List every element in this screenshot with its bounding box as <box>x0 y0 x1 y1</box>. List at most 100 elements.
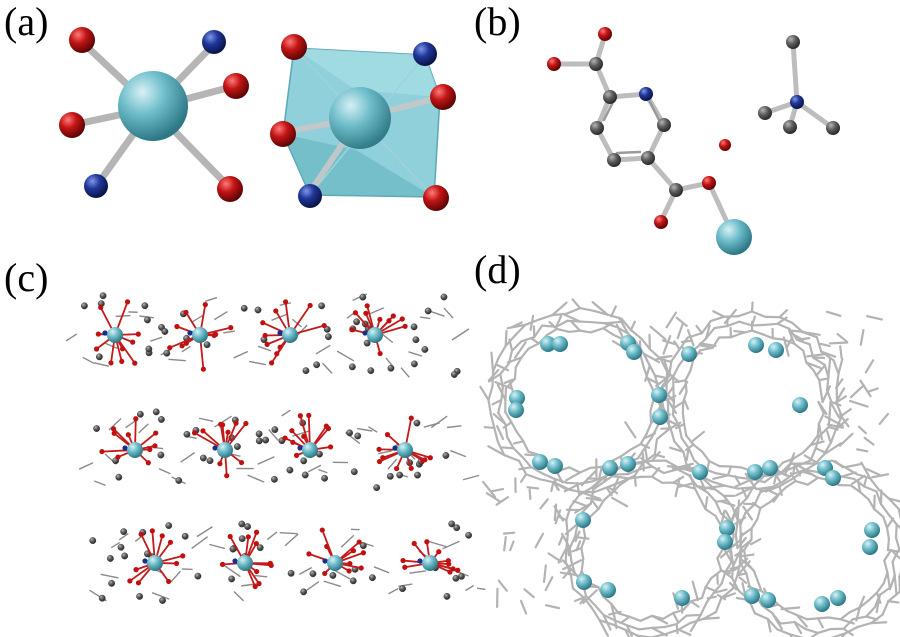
framework-strut <box>724 559 734 573</box>
bond <box>82 356 95 365</box>
framework-strut <box>753 491 762 506</box>
bond <box>334 570 351 580</box>
framework-strut <box>508 379 515 395</box>
framework-strut <box>784 479 797 489</box>
nitrogen-atom <box>202 30 226 54</box>
oxygen-atom <box>402 564 408 570</box>
oxygen-atom <box>180 553 186 559</box>
bond <box>462 474 480 481</box>
oxygen-atom <box>159 533 165 539</box>
carbon-atom <box>443 592 451 600</box>
framework-strut <box>598 619 615 626</box>
carbon-atom <box>350 468 358 476</box>
framework-strut <box>839 611 851 621</box>
nitrogen-atom <box>362 330 368 336</box>
framework-strut <box>619 448 632 458</box>
carbon-atom <box>136 593 144 600</box>
carbon-atom <box>287 569 295 577</box>
framework-strut <box>650 614 669 625</box>
framework-strut <box>578 486 593 497</box>
framework-strut <box>791 329 806 334</box>
framework-strut <box>572 499 589 508</box>
bond <box>233 590 245 602</box>
framework-strut <box>693 487 702 501</box>
framework-strut <box>626 468 641 476</box>
oxygen-atom <box>282 435 288 441</box>
carbon-atom <box>95 353 103 361</box>
framework-strut <box>624 628 640 637</box>
oxygen-atom <box>306 551 312 557</box>
framework-strut <box>686 329 695 347</box>
framework-strut <box>801 331 818 339</box>
oxygen-atom <box>254 568 260 575</box>
bond <box>151 592 170 600</box>
framework-strut <box>497 579 508 592</box>
carbon-atom <box>121 552 129 560</box>
carbon-atom <box>262 436 270 444</box>
framework-strut <box>551 301 568 317</box>
framework-strut <box>527 342 540 350</box>
framework-strut <box>685 613 702 617</box>
carbon-atom <box>141 302 149 310</box>
nitrogen-atom <box>277 330 283 336</box>
framework-strut <box>638 465 654 471</box>
framework-strut <box>712 588 728 594</box>
framework-strut <box>788 452 796 465</box>
metal-node <box>744 588 760 604</box>
framework-strut <box>793 620 803 635</box>
bond <box>100 573 119 579</box>
oxygen-atom <box>306 412 312 418</box>
framework-strut <box>506 323 527 330</box>
framework-strut <box>756 579 763 593</box>
nitrogen-atom <box>298 184 322 208</box>
oxygen-atom <box>322 570 328 577</box>
framework-strut <box>710 480 726 487</box>
framework-strut <box>676 468 691 477</box>
panel-a-coordination-sphere <box>59 27 456 211</box>
framework-strut <box>669 427 676 443</box>
framework-strut <box>562 313 582 323</box>
framework-strut <box>576 481 581 497</box>
bond <box>430 415 448 429</box>
framework-strut <box>734 533 739 550</box>
framework-strut <box>487 445 506 457</box>
oxygen-atom <box>356 539 362 545</box>
framework-strut <box>495 496 510 506</box>
oxygen-atom <box>350 548 357 554</box>
carbon-atom <box>271 426 279 433</box>
framework-strut <box>578 329 592 334</box>
framework-strut <box>628 615 642 622</box>
framework-strut <box>529 337 540 345</box>
framework-strut <box>735 497 748 510</box>
carbon-atom <box>367 367 375 375</box>
framework-strut <box>670 348 681 363</box>
framework-strut <box>829 400 840 418</box>
carbon-atom <box>300 588 308 596</box>
framework-strut <box>816 422 821 437</box>
framework-strut <box>877 488 890 500</box>
framework-strut <box>814 435 821 450</box>
framework-strut <box>554 509 562 525</box>
oxygen-atom <box>252 583 258 590</box>
metal-atom <box>127 442 143 458</box>
carbon-atom <box>453 524 461 532</box>
bond <box>336 350 355 362</box>
framework-strut <box>857 595 866 611</box>
metal-node <box>652 409 668 425</box>
framework-strut <box>858 599 870 609</box>
carbon-atom <box>412 336 420 344</box>
framework-strut <box>729 332 743 339</box>
framework-strut <box>753 612 769 621</box>
framework-strut <box>662 611 675 620</box>
framework-strut <box>483 426 496 429</box>
oxygen-atom <box>110 426 117 432</box>
framework-strut <box>825 389 833 404</box>
framework-strut <box>675 614 688 626</box>
framework-strut <box>722 546 733 563</box>
framework-strut <box>502 531 516 535</box>
framework-strut <box>673 340 681 351</box>
framework-strut <box>700 585 707 600</box>
panel-label-c: (c) <box>4 255 49 300</box>
oxygen-atom <box>173 560 180 567</box>
